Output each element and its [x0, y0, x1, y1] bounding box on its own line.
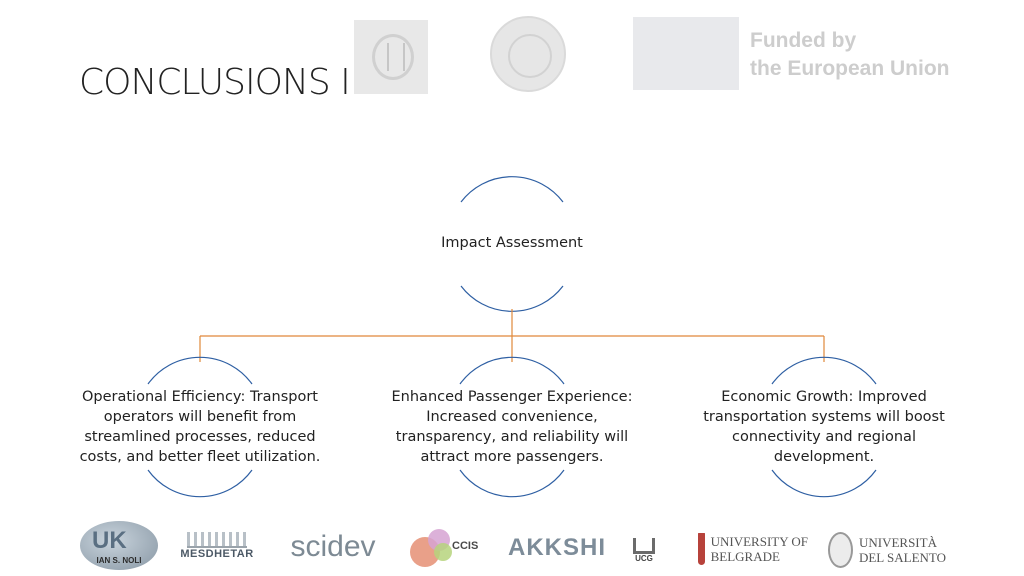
university-of-belgrade-logo: UNIVERSITY OF BELGRADE	[698, 531, 808, 567]
child-1-arc-top	[147, 356, 253, 385]
shield-icon	[698, 533, 705, 565]
mesdhetar-logo: MESDHETAR	[180, 528, 254, 564]
eu-flag-icon	[633, 17, 739, 90]
root-arc-bottom	[460, 285, 564, 312]
funded-by-eu-text: Funded by the European Union	[750, 27, 950, 83]
child-2-arc-bottom	[459, 469, 565, 498]
root-arc-top	[460, 176, 564, 203]
ucg-logo: UCG	[624, 530, 664, 570]
child-node-economic-growth: Economic Growth: Improved transportation…	[703, 389, 945, 465]
universita-del-salento-logo: UNIVERSITÀ DEL SALENTO	[828, 530, 946, 570]
slide-title: CONCLUSIONS I	[79, 62, 351, 103]
partner-seal-logo	[354, 20, 428, 94]
child-3-arc-top	[771, 356, 877, 385]
european-union-line: the European Union	[750, 57, 950, 80]
ccis-logo: CCIS	[410, 527, 486, 567]
child-3-arc-bottom	[771, 469, 877, 498]
child-node-operational-efficiency: Operational Efficiency: Transport operat…	[79, 389, 321, 465]
round-seal-logo	[490, 16, 566, 92]
seal-icon	[828, 532, 853, 568]
akkshi-logo: AKKSHI	[508, 534, 607, 561]
university-ismail-qemali-logo: UK IAN S. NOLI	[80, 521, 158, 570]
root-node-label: Impact Assessment	[441, 235, 583, 251]
child-2-arc-top	[459, 356, 565, 385]
child-1-arc-bottom	[147, 469, 253, 498]
scidev-logo: scidev	[290, 530, 376, 563]
child-node-passenger-experience: Enhanced Passenger Experience: Increased…	[391, 389, 633, 465]
book-icon	[633, 537, 655, 554]
funded-by-line: Funded by	[750, 29, 857, 52]
